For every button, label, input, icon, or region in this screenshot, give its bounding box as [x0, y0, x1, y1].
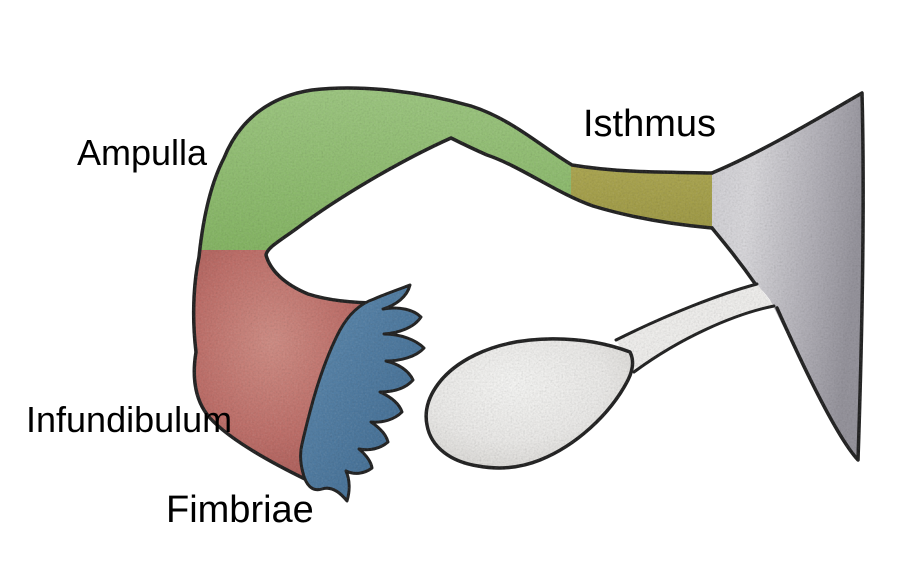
- tube-inner-outline: [264, 136, 714, 305]
- fimbriae-region: [299, 283, 426, 503]
- isthmus-label: Isthmus: [583, 103, 716, 145]
- ovary-shape: [424, 337, 635, 470]
- ovarian-ligament-shape: [616, 284, 774, 372]
- uterus-outline: [710, 91, 865, 462]
- artwork-group: [191, 86, 865, 503]
- ovarian-ligament-top-edge: [614, 282, 759, 342]
- uterus-shape: [712, 93, 864, 460]
- uterus-outline-upper: [710, 226, 758, 287]
- infundibulum-label: Infundibulum: [26, 399, 232, 440]
- tube-outer-outline: [191, 86, 714, 482]
- ovarian-ligament-bottom-edge: [632, 304, 776, 374]
- fimbriae-label: Fimbriae: [166, 489, 314, 531]
- ampulla-label: Ampulla: [77, 132, 208, 173]
- infundibulum-region: [193, 250, 380, 480]
